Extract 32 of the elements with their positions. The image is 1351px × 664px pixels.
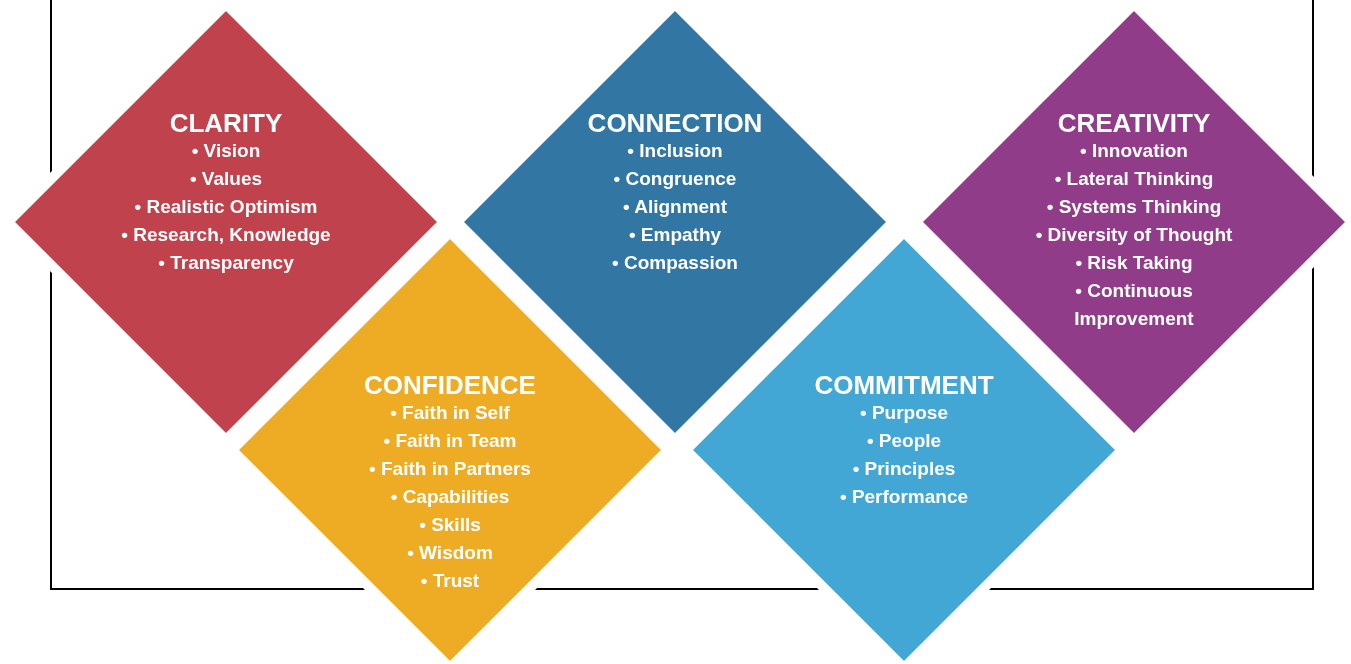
bullet-item: • Risk Taking — [1075, 251, 1193, 275]
bullet-item: • Transparency — [158, 251, 294, 275]
bullet-item: • Trust — [420, 569, 480, 593]
bullet-item: • Faith in Self — [390, 401, 510, 425]
bullet-item: • Faith in Team — [383, 429, 517, 453]
diamond-heading: COMMITMENT — [814, 370, 994, 400]
bullet-item: • Continuous Improvement — [1073, 279, 1195, 331]
diamond-heading: CONFIDENCE — [364, 370, 536, 400]
bullet-item: • Congruence — [613, 167, 737, 191]
bullet-item: • Capabilities — [390, 485, 510, 509]
diamond-heading: CREATIVITY — [1057, 108, 1211, 138]
bullet-item: • Principles — [852, 457, 956, 481]
diamond-heading: CONNECTION — [587, 108, 763, 138]
bullet-item: • Lateral Thinking — [1054, 167, 1214, 191]
bullet-item: • Diversity of Thought — [1035, 223, 1233, 247]
bullet-item: • Faith in Partners — [369, 457, 531, 481]
bullet-item: • Realistic Optimism — [134, 195, 318, 219]
bullet-item: • Performance — [839, 485, 969, 509]
bullet-item: • Empathy — [628, 223, 722, 247]
bullet-item: • Inclusion — [627, 139, 723, 163]
bullet-item: • Wisdom — [407, 541, 493, 565]
bullet-item: • People — [866, 429, 942, 453]
diamond-heading: CLARITY — [169, 108, 283, 138]
bullet-item: • Compassion — [612, 251, 738, 275]
bullet-item: • Vision — [191, 139, 261, 163]
bullet-item: • Research, Knowledge — [121, 223, 331, 247]
bullet-item: • Values — [189, 167, 263, 191]
bullet-item: • Purpose — [860, 401, 948, 425]
bullet-item: • Systems Thinking — [1046, 195, 1222, 219]
bullet-item: • Alignment — [622, 195, 728, 219]
bullet-item: • Innovation — [1080, 139, 1188, 163]
bullet-item: • Skills — [419, 513, 481, 537]
